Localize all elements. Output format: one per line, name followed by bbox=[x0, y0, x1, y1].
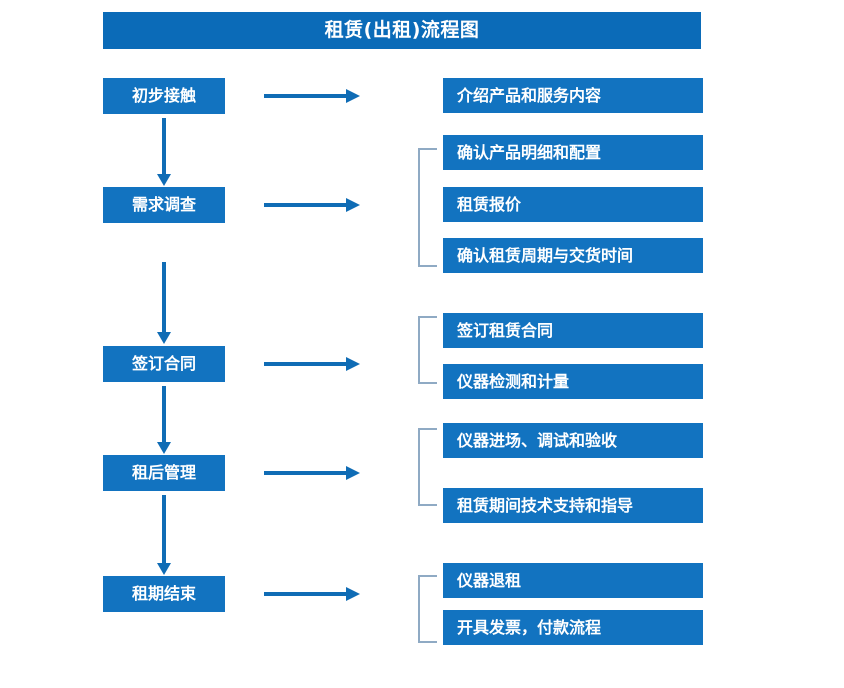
arrow-shaft bbox=[264, 471, 348, 475]
flow-arrow-right-1 bbox=[264, 89, 360, 103]
arrow-head-down-icon bbox=[157, 332, 171, 344]
detail-label: 介绍产品和服务内容 bbox=[457, 85, 602, 105]
detail-label: 仪器退租 bbox=[457, 570, 522, 590]
stage-label: 签订合同 bbox=[131, 354, 196, 373]
detail-label: 租赁报价 bbox=[457, 194, 522, 214]
stage-label: 租后管理 bbox=[131, 463, 196, 482]
arrow-head-down-icon bbox=[157, 563, 171, 575]
detail-label: 仪器进场、调试和验收 bbox=[457, 430, 618, 450]
detail-box-intro-products-services[interactable]: 介绍产品和服务内容 bbox=[443, 78, 703, 113]
stage-box-rental-end[interactable]: 租期结束 bbox=[103, 576, 225, 612]
group-bracket-sign-contract bbox=[418, 316, 437, 384]
arrow-head-down-icon bbox=[157, 174, 171, 186]
detail-label: 租赁期间技术支持和指导 bbox=[457, 495, 634, 515]
arrow-shaft bbox=[264, 203, 348, 207]
arrow-head-right-icon bbox=[346, 587, 360, 601]
flow-arrow-down-3 bbox=[157, 386, 171, 454]
detail-box-rental-quotation[interactable]: 租赁报价 bbox=[443, 187, 703, 222]
stage-box-needs-survey[interactable]: 需求调查 bbox=[103, 187, 225, 223]
stage-box-post-rental-management[interactable]: 租后管理 bbox=[103, 455, 225, 491]
arrow-head-right-icon bbox=[346, 198, 360, 212]
arrow-head-right-icon bbox=[346, 89, 360, 103]
detail-label: 仪器检测和计量 bbox=[457, 371, 570, 391]
flow-arrow-right-2 bbox=[264, 198, 360, 212]
chart-title-bar: 租赁(出租)流程图 bbox=[103, 12, 701, 49]
group-bracket-rental-end bbox=[418, 575, 437, 643]
detail-label: 确认产品明细和配置 bbox=[457, 142, 602, 162]
group-bracket-post-rental bbox=[418, 428, 437, 506]
detail-label: 确认租赁周期与交货时间 bbox=[457, 245, 634, 265]
flow-arrow-down-2 bbox=[157, 262, 171, 344]
flow-arrow-right-5 bbox=[264, 587, 360, 601]
flow-arrow-right-3 bbox=[264, 357, 360, 371]
flow-arrow-down-4 bbox=[157, 495, 171, 575]
arrow-shaft bbox=[162, 495, 166, 563]
arrow-head-right-icon bbox=[346, 357, 360, 371]
detail-label: 签订租赁合同 bbox=[457, 320, 554, 340]
arrow-shaft bbox=[162, 118, 166, 174]
detail-box-instrument-return[interactable]: 仪器退租 bbox=[443, 563, 703, 598]
detail-box-confirm-period-delivery[interactable]: 确认租赁周期与交货时间 bbox=[443, 238, 703, 273]
detail-box-instrument-inspection-metering[interactable]: 仪器检测和计量 bbox=[443, 364, 703, 399]
arrow-shaft bbox=[162, 262, 166, 332]
detail-box-confirm-product-spec[interactable]: 确认产品明细和配置 bbox=[443, 135, 703, 170]
arrow-shaft bbox=[162, 386, 166, 442]
arrow-shaft bbox=[264, 362, 348, 366]
group-bracket-needs-survey bbox=[418, 148, 437, 267]
stage-label: 租期结束 bbox=[131, 584, 196, 603]
detail-label: 开具发票，付款流程 bbox=[457, 617, 602, 637]
stage-label: 初步接触 bbox=[131, 86, 196, 105]
stage-box-sign-contract[interactable]: 签订合同 bbox=[103, 346, 225, 382]
flow-arrow-right-4 bbox=[264, 466, 360, 480]
arrow-shaft bbox=[264, 592, 348, 596]
detail-box-invoice-payment-process[interactable]: 开具发票，付款流程 bbox=[443, 610, 703, 645]
arrow-head-right-icon bbox=[346, 466, 360, 480]
stage-label: 需求调查 bbox=[131, 195, 196, 214]
detail-box-technical-support-guidance[interactable]: 租赁期间技术支持和指导 bbox=[443, 488, 703, 523]
arrow-head-down-icon bbox=[157, 442, 171, 454]
detail-box-instrument-entry-commission-acceptance[interactable]: 仪器进场、调试和验收 bbox=[443, 423, 703, 458]
flow-arrow-down-1 bbox=[157, 118, 171, 186]
arrow-shaft bbox=[264, 94, 348, 98]
stage-box-initial-contact[interactable]: 初步接触 bbox=[103, 78, 225, 114]
detail-box-sign-rental-contract[interactable]: 签订租赁合同 bbox=[443, 313, 703, 348]
chart-title-text: 租赁(出租)流程图 bbox=[324, 19, 480, 41]
